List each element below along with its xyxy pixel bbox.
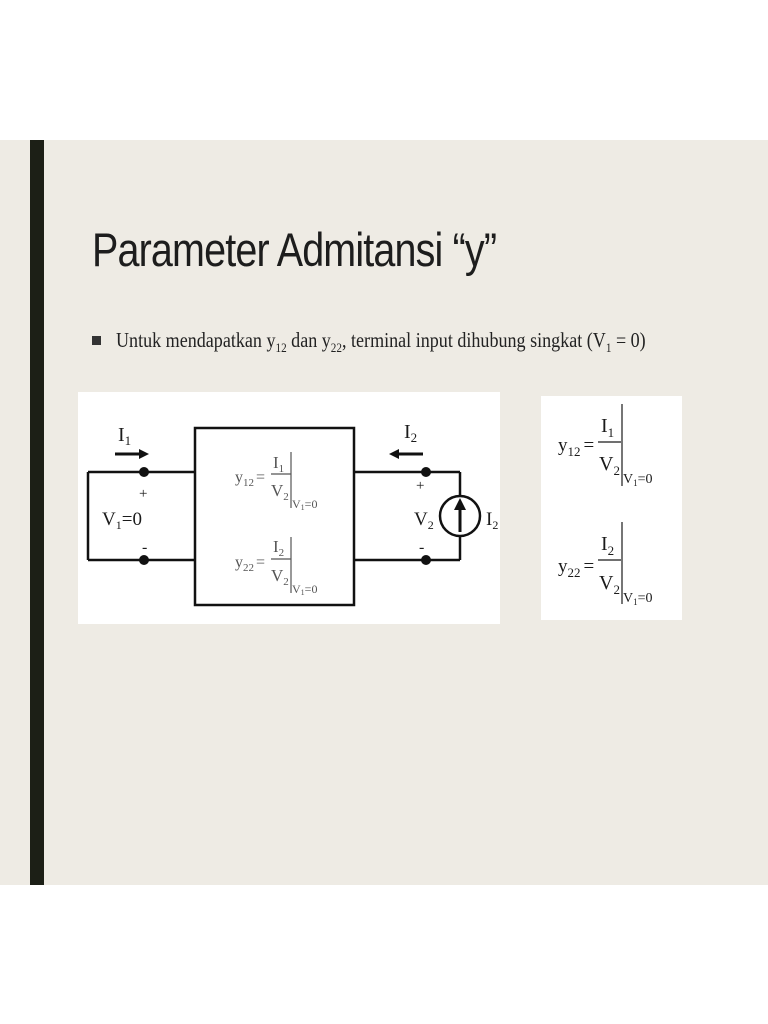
formula-y22-in-box: y22= I2 V2 V1=0 xyxy=(235,537,317,597)
label-i1: I1 xyxy=(118,424,131,448)
svg-text:y22=: y22= xyxy=(235,554,265,574)
accent-bar xyxy=(30,140,44,885)
formula-panel: y12= I1 V2 V1=0 y22= I2 V2 V1=0 xyxy=(541,396,682,620)
svg-text:I2: I2 xyxy=(601,533,614,558)
label-minus-port2: - xyxy=(419,539,424,556)
terminal-dots xyxy=(139,467,431,565)
slide: Parameter Admitansi “y” Untuk mendapatka… xyxy=(0,140,768,885)
circuit-diagram: I1 I2 + - + - V1=0 V2 I2 y12= I1 V2 V1=0… xyxy=(78,392,500,624)
svg-text:y12=: y12= xyxy=(235,469,265,489)
svg-text:V1=0: V1=0 xyxy=(292,582,317,597)
current-source-icon xyxy=(438,494,482,538)
label-plus-port1: + xyxy=(139,486,147,502)
svg-text:V2: V2 xyxy=(599,572,620,597)
bullet-text: Untuk mendapatkan y12 dan y22, terminal … xyxy=(116,328,646,356)
svg-text:I2: I2 xyxy=(273,537,284,559)
label-minus-port1: - xyxy=(142,539,147,556)
svg-text:V2: V2 xyxy=(271,566,289,588)
label-v2: V2 xyxy=(414,509,434,532)
svg-text:V1=0: V1=0 xyxy=(623,591,653,607)
two-port-network-box xyxy=(193,426,356,607)
svg-text:V2: V2 xyxy=(271,481,289,503)
svg-text:I1: I1 xyxy=(601,415,614,440)
current-arrow-i1 xyxy=(115,449,149,459)
slide-title: Parameter Admitansi “y” xyxy=(92,223,497,276)
square-bullet-icon xyxy=(92,336,101,345)
label-source-i2: I2 xyxy=(486,509,498,532)
svg-text:y22=: y22= xyxy=(558,556,594,580)
formula-y22: y22= I2 V2 V1=0 xyxy=(558,522,653,607)
current-arrow-i2 xyxy=(389,449,423,459)
svg-text:I1: I1 xyxy=(273,453,284,475)
formula-y12-in-box: y12= I1 V2 V1=0 xyxy=(235,452,317,512)
svg-text:y12=: y12= xyxy=(558,435,594,459)
label-plus-port2: + xyxy=(416,478,424,494)
label-v1-equals-0: V1=0 xyxy=(102,509,142,532)
svg-text:V1=0: V1=0 xyxy=(292,497,317,512)
svg-text:V1=0: V1=0 xyxy=(623,472,653,488)
svg-text:V2: V2 xyxy=(599,453,620,478)
formula-y12: y12= I1 V2 V1=0 xyxy=(558,404,653,488)
label-i2: I2 xyxy=(404,421,417,445)
